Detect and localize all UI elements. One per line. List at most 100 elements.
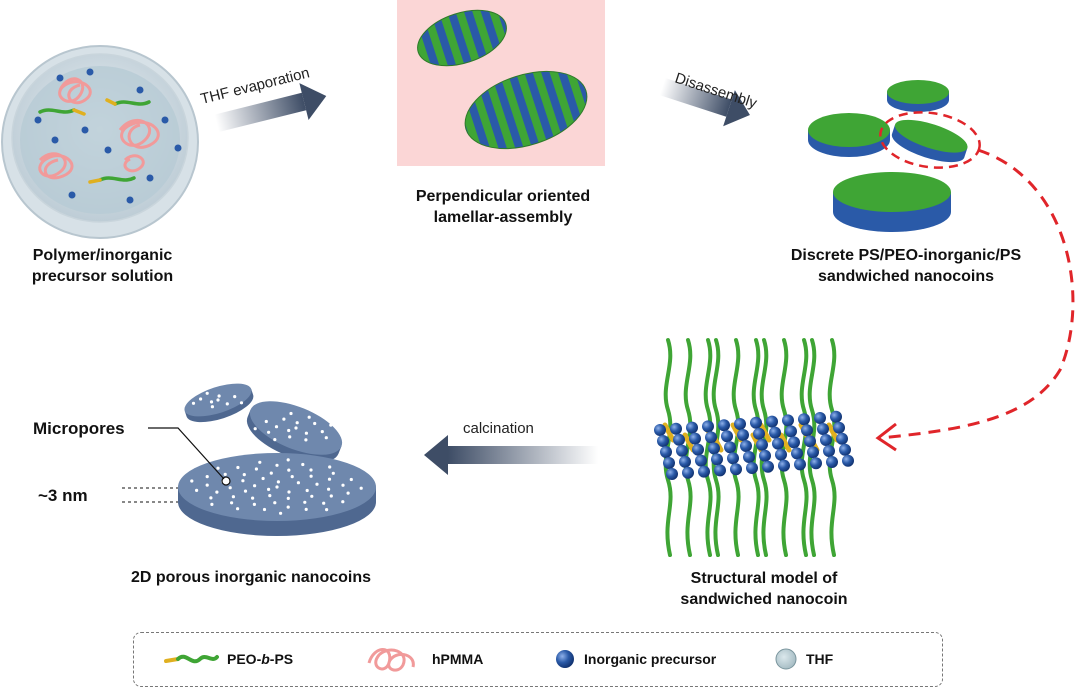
precursor-ball — [663, 457, 675, 469]
precursor-ball — [708, 442, 720, 455]
pore — [282, 417, 286, 421]
precursor-ball — [686, 421, 698, 434]
pore — [205, 475, 209, 479]
pore — [346, 491, 350, 495]
pore — [310, 494, 314, 498]
peo-segment — [778, 432, 792, 453]
pore — [309, 474, 313, 478]
caption-porous: 2D porous inorganic nanocoins — [130, 569, 372, 586]
pore — [239, 401, 244, 405]
precursor-ball — [682, 466, 694, 479]
pore — [287, 490, 291, 494]
precursor-ball — [750, 416, 762, 429]
inorganic-ball-icon — [556, 650, 574, 668]
precursor-ball — [654, 424, 666, 436]
hpmma-coil-icon — [367, 648, 415, 672]
precursor-ball — [714, 464, 726, 477]
precursor-ball — [718, 419, 730, 432]
pore — [241, 479, 245, 483]
pore — [261, 476, 265, 481]
pore — [304, 507, 308, 511]
precursor-ball — [794, 458, 806, 471]
pore — [258, 460, 262, 464]
pore — [223, 472, 227, 476]
pore — [315, 482, 319, 486]
precursor-ball — [730, 463, 742, 476]
precursor-ball — [762, 460, 774, 473]
precursor-ball — [676, 444, 688, 457]
pore — [267, 487, 271, 491]
legend-box: PEO-b-PS hPMMA Inorganic precursor — [133, 632, 943, 687]
lamellar-panel — [397, 0, 605, 166]
pore — [304, 438, 308, 442]
legend-label-hpmma: hPMMA — [432, 651, 484, 667]
pore — [287, 428, 291, 433]
precursor-ball — [702, 420, 714, 433]
caption-lamellar: Perpendicular oriented lamellar-assembly — [415, 188, 591, 226]
pore — [313, 421, 317, 426]
pore — [325, 508, 329, 512]
pore — [253, 484, 257, 488]
pore — [329, 423, 333, 427]
pore — [286, 458, 290, 462]
pore — [209, 400, 214, 404]
pore — [209, 496, 213, 500]
pore — [225, 402, 229, 406]
pore — [267, 430, 271, 434]
pore — [233, 395, 237, 399]
pore — [349, 477, 353, 482]
pore — [289, 411, 293, 416]
peo-segment — [662, 422, 676, 443]
precursor-ball — [673, 433, 685, 446]
precursor-ball — [724, 441, 736, 454]
blue-balls — [654, 410, 854, 480]
pore — [359, 486, 363, 490]
legend-item-hpmma: hPMMA — [364, 633, 483, 685]
pore — [275, 463, 279, 467]
peo-segment — [682, 432, 696, 453]
precursor-ball — [782, 414, 794, 427]
precursor-ball — [746, 462, 758, 474]
caption-precursor: Polymer/inorganic precursor solution — [31, 247, 174, 285]
pore — [236, 465, 240, 470]
nanocoin-discs — [808, 80, 968, 232]
pore — [210, 502, 214, 506]
micropores-label: Micropores — [33, 419, 125, 438]
precursor-ball — [798, 413, 810, 426]
porous-discs — [178, 383, 376, 536]
pore — [286, 496, 290, 500]
precursor-ball — [826, 456, 838, 468]
pore — [331, 471, 335, 475]
pore — [301, 462, 305, 467]
pore — [228, 486, 232, 490]
precursor-ball — [666, 468, 678, 480]
polymer-chain — [703, 338, 713, 557]
pore — [236, 507, 240, 511]
precursor-ball — [801, 424, 813, 437]
thf-circle-icon — [775, 648, 797, 670]
precursor-ball — [692, 443, 704, 456]
legend-item-thf: THF — [774, 633, 833, 685]
precursor-ball — [814, 412, 826, 424]
precursor-ball — [788, 436, 800, 449]
polymer-chain — [799, 338, 809, 557]
pore — [279, 511, 283, 515]
precursor-ball — [660, 446, 672, 458]
peo-ps-chains — [38, 98, 151, 184]
pore — [262, 507, 267, 512]
pore — [276, 480, 280, 484]
pore — [286, 505, 290, 509]
pore — [253, 427, 257, 431]
precursor-ball — [807, 446, 819, 459]
precursor-ball — [727, 452, 739, 465]
precursor-ball — [734, 418, 746, 430]
precursor-ball — [766, 415, 778, 428]
caption-discrete: Discrete PS/PEO-inorganic/PS sandwiched … — [790, 247, 1022, 285]
precursor-ball — [698, 465, 710, 478]
precursor-ball — [810, 457, 822, 470]
pore — [216, 466, 220, 470]
precursor-ball — [775, 448, 787, 461]
pore — [295, 421, 299, 425]
precursor-ball — [689, 432, 701, 445]
precursor-ball — [695, 454, 707, 467]
